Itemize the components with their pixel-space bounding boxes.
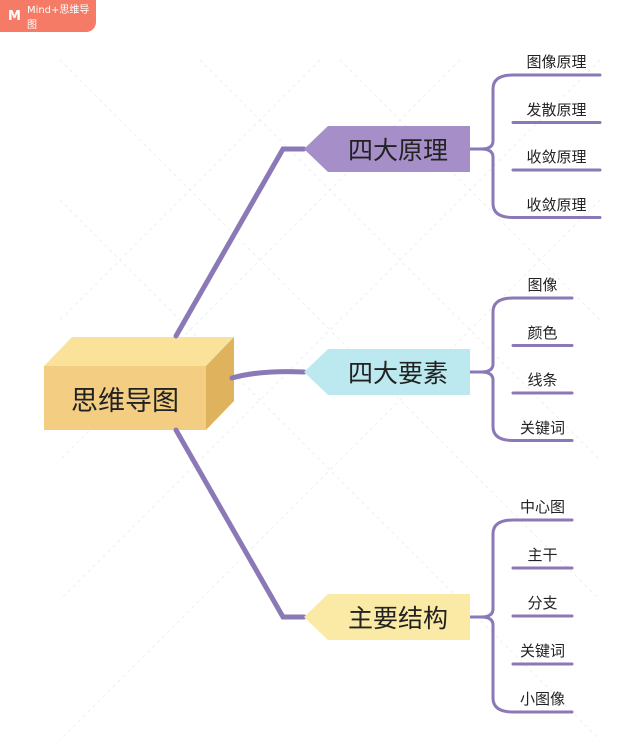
leaf-node-label[interactable]: 主干 (527, 546, 558, 564)
leaf-node-label[interactable]: 小图像 (519, 690, 565, 708)
branch-bracket (480, 518, 515, 714)
leaf-node-label[interactable]: 收敛原理 (526, 148, 587, 166)
branch-node-label: 四大原理 (347, 136, 448, 165)
leaf-node-label[interactable]: 关键词 (519, 642, 565, 660)
leaf-node-label[interactable]: 发散原理 (526, 100, 587, 119)
app-badge-label: Mind+思维导图 (26, 5, 90, 31)
app-badge: M Mind+思维导图 (0, 0, 96, 32)
branch-node-label: 主要结构 (347, 604, 448, 633)
central-node-box[interactable] (44, 337, 234, 430)
main-connector (173, 427, 307, 620)
leaf-node-label[interactable]: 线条 (527, 371, 558, 389)
main-connector (229, 369, 307, 381)
leaf-node-label[interactable]: 分支 (527, 594, 558, 612)
leaf-node-label[interactable]: 图像 (527, 276, 558, 294)
central-node-label: 思维导图 (71, 385, 179, 417)
branch-node-label: 四大要素 (347, 359, 448, 388)
leaf-node-label[interactable]: 图像原理 (526, 53, 587, 71)
mind-plus-logo-icon: M (8, 8, 21, 24)
branch-node-shape[interactable] (304, 349, 470, 395)
branch-node-shape[interactable] (304, 594, 470, 640)
leaf-node-label[interactable]: 中心图 (519, 498, 565, 516)
branch-bracket (480, 73, 515, 219)
branch-bracket (480, 296, 515, 442)
branch-node-shape[interactable] (304, 126, 470, 172)
leaf-node-label[interactable]: 收敛原理 (526, 195, 587, 214)
leaf-node-label[interactable]: 颜色 (527, 323, 558, 342)
leaf-node-label[interactable]: 关键词 (519, 418, 565, 437)
main-connector (173, 146, 307, 339)
